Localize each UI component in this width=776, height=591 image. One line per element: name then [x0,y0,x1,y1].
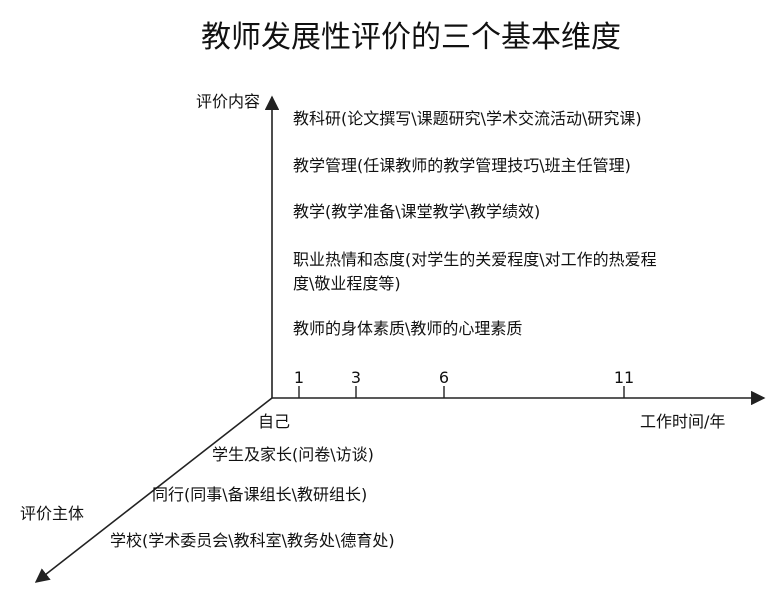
subject-axis [34,397,273,583]
content-item-quality: 教师的身体素质\教师的心理素质 [293,319,522,338]
time-ticks: 1 3 6 11 [294,368,634,398]
tick-label-1: 1 [294,368,304,387]
diagram-title: 教师发展性评价的三个基本维度 [201,20,621,55]
content-item-line: 教师的身体素质\教师的心理素质 [293,319,522,338]
tick-label-3: 3 [351,368,361,387]
subject-self: 自己 [258,412,290,431]
subject-items: 自己 学生及家长(问卷\访谈) 同行(同事\备课组长\教研组长) 学校(学术委员… [110,412,395,550]
content-item-line: 教学管理(任课教师的教学管理技巧\班主任管理) [293,156,631,175]
content-item-attitude-cont: 度\敬业程度等) [293,274,401,293]
tick-label-11: 11 [614,368,634,387]
content-items: 教科研(论文撰写\课题研究\学术交流活动\研究课) 教学管理(任课教师的教学管理… [293,109,657,338]
content-item-line: 教学(教学准备\课堂教学\教学绩效) [293,202,540,221]
content-item-line: 职业热情和态度(对学生的关爱程度\对工作的热爱程 [293,250,657,269]
content-item-attitude: 职业热情和态度(对学生的关爱程度\对工作的热爱程 [293,250,657,269]
subject-peers: 同行(同事\备课组长\教研组长) [152,485,367,504]
content-item-management: 教学管理(任课教师的教学管理技巧\班主任管理) [293,156,631,175]
tick-label-6: 6 [439,368,449,387]
content-item-teaching: 教学(教学准备\课堂教学\教学绩效) [293,202,540,221]
subject-axis-label: 评价主体 [20,504,84,523]
subject-students-parents: 学生及家长(问卷\访谈) [212,445,374,464]
content-item-line: 度\敬业程度等) [293,274,401,293]
content-item-research: 教科研(论文撰写\课题研究\学术交流活动\研究课) [293,109,642,128]
content-axis-label: 评价内容 [196,92,260,111]
time-axis-label: 工作时间/年 [640,412,725,431]
subject-school: 学校(学术委员会\教科室\教务处\德育处) [110,531,395,550]
content-item-line: 教科研(论文撰写\课题研究\学术交流活动\研究课) [293,109,642,128]
